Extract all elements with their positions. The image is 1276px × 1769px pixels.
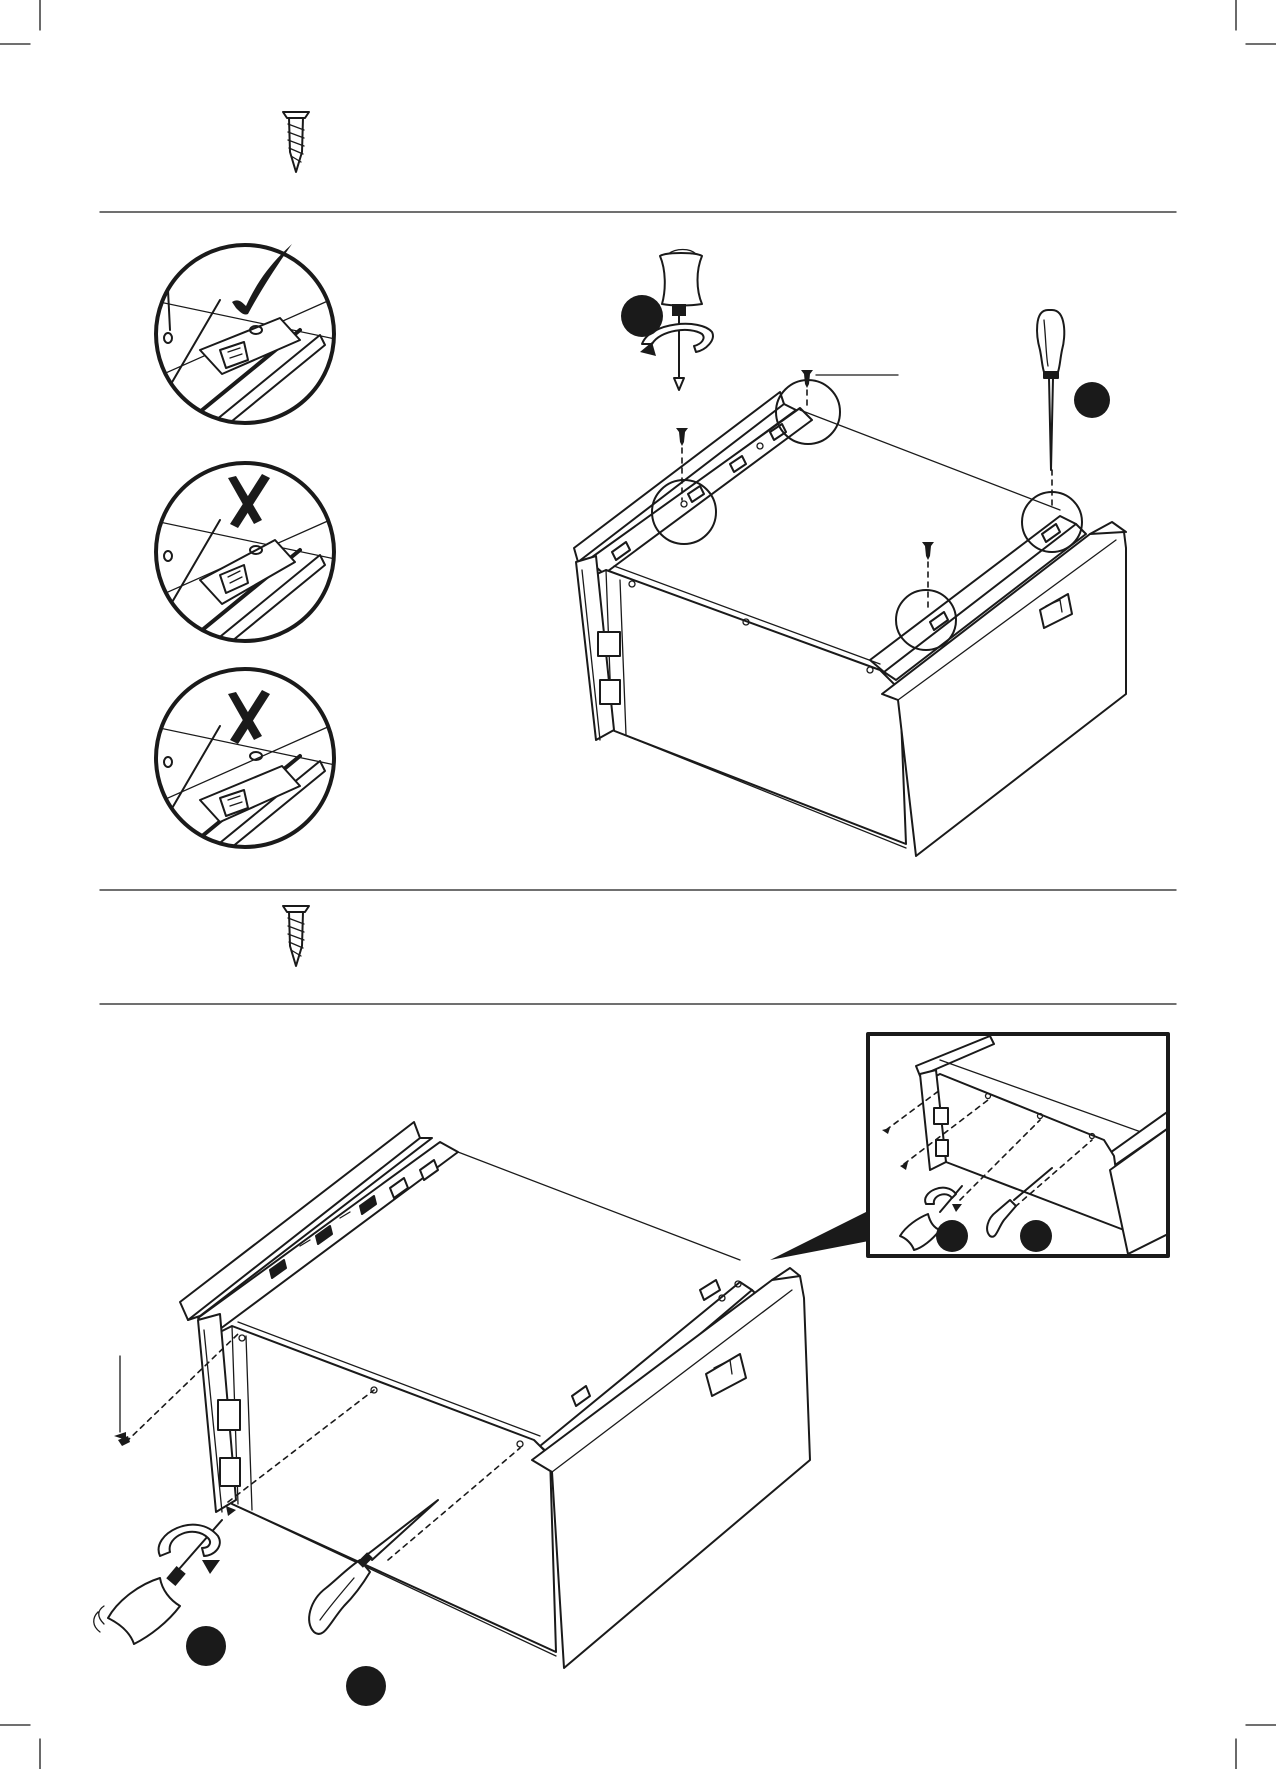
lower-drawer-assembly xyxy=(94,1122,874,1706)
cross-mark-icon xyxy=(228,474,270,528)
screw-icon xyxy=(676,428,688,446)
screw-icon xyxy=(801,370,813,388)
step-marker-badge xyxy=(1074,382,1110,418)
awl-icon xyxy=(1037,310,1064,470)
cross-mark-icon xyxy=(228,690,270,744)
screw-icon xyxy=(283,906,309,966)
step-marker-badge xyxy=(346,1666,386,1706)
screw-icon xyxy=(114,1432,130,1446)
rail-check-correct xyxy=(150,244,340,435)
phillips-screwdriver-icon xyxy=(94,1520,222,1644)
rail-check-incorrect-1 xyxy=(150,463,340,655)
step-marker-badge xyxy=(936,1220,968,1252)
step-marker-badge xyxy=(621,295,663,337)
inset-detail xyxy=(868,1034,1180,1256)
upper-drawer-assembly xyxy=(574,250,1126,857)
check-mark-icon xyxy=(232,244,292,315)
screw-icon xyxy=(922,542,934,560)
step-marker-badge xyxy=(1020,1220,1052,1252)
rail-check-incorrect-2 xyxy=(150,669,340,861)
screw-icon xyxy=(226,1506,236,1516)
screw-icon xyxy=(283,112,309,172)
step-marker-badge xyxy=(186,1626,226,1666)
